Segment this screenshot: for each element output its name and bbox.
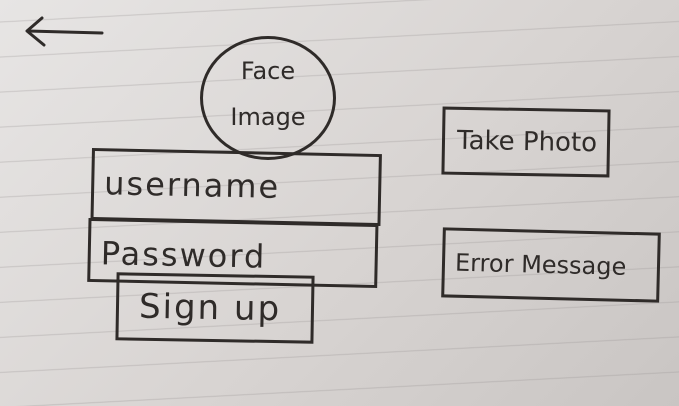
take-photo-button-label: Take Photo bbox=[456, 125, 598, 159]
error-message-box: Error Message bbox=[441, 227, 661, 303]
username-placeholder: username bbox=[103, 164, 281, 206]
username-field[interactable]: username bbox=[90, 148, 382, 227]
error-message-text: Error Message bbox=[454, 248, 627, 281]
take-photo-button[interactable]: Take Photo bbox=[441, 106, 611, 178]
sign-up-button[interactable]: Sign up bbox=[115, 272, 315, 344]
password-placeholder: Password bbox=[100, 234, 267, 276]
back-arrow-icon[interactable] bbox=[20, 14, 104, 54]
sign-up-button-label: Sign up bbox=[138, 286, 282, 330]
face-image-placeholder: Face Image bbox=[200, 36, 336, 160]
face-image-label-line1: Face bbox=[240, 57, 296, 85]
face-image-label-line2: Image bbox=[230, 103, 306, 131]
